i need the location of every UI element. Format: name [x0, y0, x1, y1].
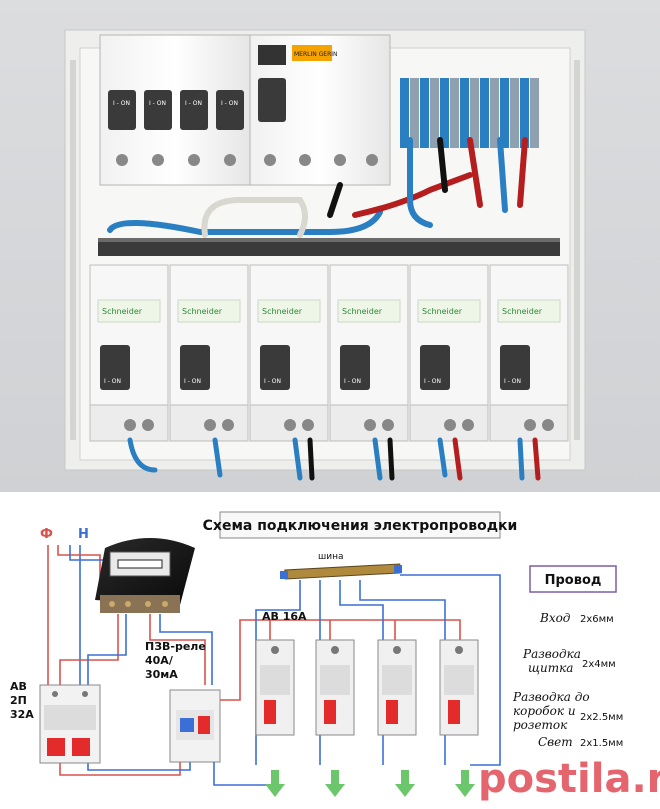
main-breaker-label: АВ 2П 32А: [10, 680, 34, 721]
terminal-block: [420, 78, 429, 148]
meter-wires: [59, 614, 213, 776]
terminal-blocks: [400, 78, 539, 148]
breaker-marking: I - ON: [504, 378, 521, 385]
group-breaker-label: АВ 16А: [262, 610, 307, 623]
output-arrow-icon: [455, 770, 475, 797]
terminal-block: [450, 78, 459, 148]
svg-text:щитка: щитка: [528, 661, 573, 675]
legend-row-panel: Разводка щитка 2х4мм: [522, 647, 616, 675]
rcbo-brand: Schneider: [422, 307, 463, 316]
rcd-brand: MERLIN GERIN: [294, 51, 338, 58]
svg-text:2х6мм: 2х6мм: [580, 614, 614, 625]
svg-text:2х1.5мм: 2х1.5мм: [580, 738, 623, 749]
breaker-marking: I - ON: [149, 100, 166, 107]
svg-text:Вход: Вход: [539, 611, 571, 625]
legend-row-sockets: Разводка до коробок и розеток 2х2.5мм: [512, 690, 623, 732]
frame-slots: [70, 60, 580, 440]
svg-text:АВ: АВ: [10, 680, 27, 693]
svg-text:2П: 2П: [10, 694, 27, 707]
phase-label: Ф: [40, 527, 53, 542]
terminal-block: [480, 78, 489, 148]
terminal-block: [460, 78, 469, 148]
watermark: postila.ru: [478, 756, 660, 802]
group-breaker: [439, 639, 479, 736]
terminal-block: [430, 78, 439, 148]
breaker-marking: I - ON: [424, 378, 441, 385]
panel-photo: I - ON I - ON I - ON I - ON MERLIN GERIN: [0, 0, 660, 492]
breaker-marking: I - ON: [264, 378, 281, 385]
diagram-title: Схема подключения электропроводки: [203, 518, 518, 534]
group-breakers: [255, 639, 479, 736]
terminal-block: [470, 78, 479, 148]
rcbo-module: Schneider I - ON: [409, 264, 489, 442]
terminal-block: [530, 78, 539, 148]
svg-text:2х4мм: 2х4мм: [582, 659, 616, 670]
svg-text:40А/: 40А/: [145, 654, 174, 667]
neutral-bus: [280, 563, 402, 580]
breaker-marking: I - ON: [185, 100, 202, 107]
terminal-block: [500, 78, 509, 148]
rcbo-module: Schneider I - ON: [249, 264, 329, 442]
svg-text:розеток: розеток: [513, 718, 568, 732]
svg-text:Разводка: Разводка: [522, 647, 581, 661]
breaker-marking: I - ON: [184, 378, 201, 385]
breaker-marking: I - ON: [221, 100, 238, 107]
electric-meter: [95, 538, 195, 613]
top-rcd: MERLIN GERIN: [249, 34, 391, 186]
wiring-diagram: Схема подключения электропроводки Ф Н: [0, 492, 660, 809]
bus-label: шина: [318, 552, 343, 562]
terminal-block: [510, 78, 519, 148]
rcbo-brand: Schneider: [182, 307, 223, 316]
legend-title: Провод: [545, 573, 602, 588]
terminal-block: [520, 78, 529, 148]
busbar: [98, 240, 560, 256]
group-breaker: [255, 639, 295, 736]
svg-text:30мА: 30мА: [145, 668, 178, 681]
rcbo-brand: Schneider: [342, 307, 383, 316]
rcbo-module: Schneider I - ON: [89, 264, 169, 442]
output-arrow-icon: [325, 770, 345, 797]
svg-text:32А: 32А: [10, 708, 34, 721]
legend-row-light: Свет 2х1.5мм: [538, 735, 623, 749]
rcbo-brand: Schneider: [262, 307, 303, 316]
output-arrow-icon: [265, 770, 285, 797]
rcd-label: ПЗВ-реле 40А/ 30мА: [145, 640, 206, 681]
busbar-edge: [98, 238, 560, 242]
svg-text:2х2.5мм: 2х2.5мм: [580, 712, 623, 723]
bottom-breaker-row: Schneider I - ON Schneider I - ON SchneiderI…: [89, 264, 569, 442]
output-arrow-icon: [395, 770, 415, 797]
breaker-marking: I - ON: [344, 378, 361, 385]
rcbo-module: Schneider I - ON: [329, 264, 409, 442]
legend-title-box: [529, 565, 617, 593]
rcbo-brand: Schneider: [502, 307, 543, 316]
output-arrows: [265, 770, 475, 797]
title-box: [219, 511, 501, 539]
terminal-block: [410, 78, 419, 148]
terminal-block: [490, 78, 499, 148]
svg-text:ПЗВ-реле: ПЗВ-реле: [145, 640, 206, 653]
svg-text:коробок и: коробок и: [513, 704, 576, 718]
rcbo-brand: Schneider: [102, 307, 143, 316]
svg-text:Разводка до: Разводка до: [512, 690, 590, 704]
breaker-marking: I - ON: [104, 378, 121, 385]
group-breaker: [315, 639, 355, 736]
rcbo-module: Schneider I - ON: [489, 264, 569, 442]
top-breaker-block: I - ON I - ON I - ON I - ON: [99, 34, 251, 186]
rcbo-module: Schneider I - ON: [169, 264, 249, 442]
terminal-block: [440, 78, 449, 148]
neutral-label: Н: [78, 527, 89, 542]
terminal-block: [400, 78, 409, 148]
rcd-relay: [169, 689, 221, 763]
bottom-wires: [127, 437, 541, 481]
breaker-marking: I - ON: [113, 100, 130, 107]
main-breaker: [39, 684, 101, 764]
legend-row-input: Вход 2х6мм: [539, 611, 614, 625]
photo-wires: [107, 137, 528, 238]
group-breaker: [377, 639, 417, 736]
svg-text:Свет: Свет: [538, 735, 573, 749]
